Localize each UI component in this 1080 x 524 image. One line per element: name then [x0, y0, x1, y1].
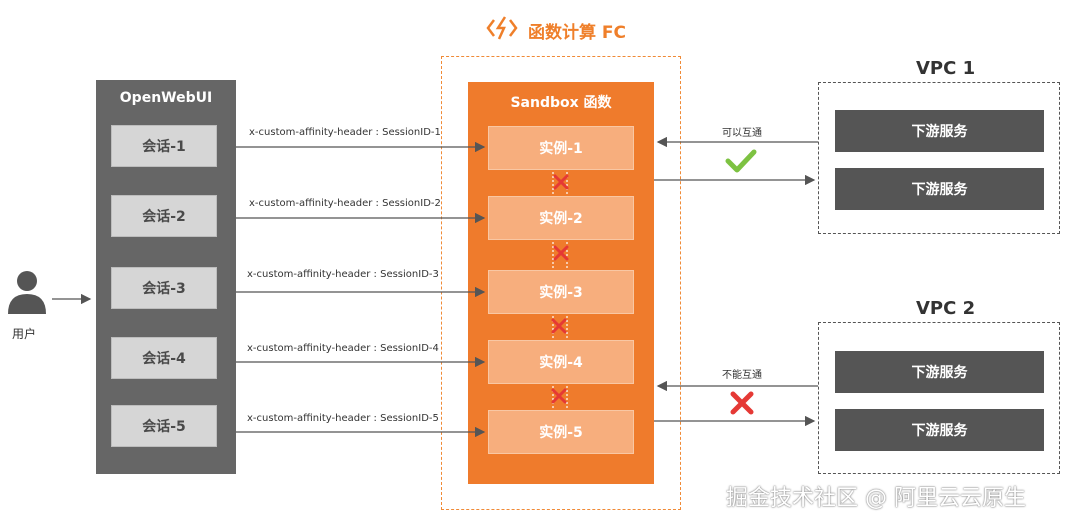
session-2: 会话-2	[111, 195, 217, 237]
header-label-5: x-custom-affinity-header : SessionID-5	[247, 413, 439, 424]
vpc1-service-2: 下游服务	[835, 168, 1044, 210]
session-3: 会话-3	[111, 267, 217, 309]
instance-3: 实例-3	[488, 270, 634, 314]
cross-icon-instance-3-4	[551, 318, 567, 334]
vpc1-service-1: 下游服务	[835, 110, 1044, 152]
header-label-2: x-custom-affinity-header : SessionID-2	[249, 198, 441, 209]
fc-title: 函数计算 FC	[528, 23, 627, 43]
vpc1-connection-label: 可以互通	[722, 128, 762, 139]
header-label-3: x-custom-affinity-header : SessionID-3	[247, 269, 439, 280]
header-label-1: x-custom-affinity-header : SessionID-1	[249, 127, 441, 138]
fc-region	[441, 56, 681, 510]
vpc1-box	[818, 82, 1060, 234]
instance-5: 实例-5	[488, 410, 634, 454]
openwebui-title: OpenWebUI	[119, 90, 213, 106]
cross-icon-instance-1-2	[553, 174, 569, 190]
cross-icon-instance-2-3	[553, 245, 569, 261]
cross-icon-vpc2	[730, 391, 754, 415]
instance-4: 实例-4	[488, 340, 634, 384]
vpc2-service-1: 下游服务	[835, 351, 1044, 393]
instance-2: 实例-2	[488, 196, 634, 240]
vpc2-box	[818, 322, 1060, 474]
check-icon	[725, 149, 757, 173]
user-label: 用户	[12, 327, 37, 341]
header-label-4: x-custom-affinity-header : SessionID-4	[247, 343, 439, 354]
user-icon	[8, 271, 46, 314]
watermark: 掘金技术社区 @ 阿里云云原生	[726, 486, 1026, 511]
session-5: 会话-5	[111, 405, 217, 447]
vpc2-service-2: 下游服务	[835, 409, 1044, 451]
instance-1: 实例-1	[488, 126, 634, 170]
session-1: 会话-1	[111, 125, 217, 167]
cross-icon-instance-4-5	[551, 388, 567, 404]
vpc2-connection-label: 不能互通	[722, 370, 762, 381]
session-4: 会话-4	[111, 337, 217, 379]
sandbox-title: Sandbox 函数	[510, 95, 612, 111]
vpc1-title: VPC 1	[916, 58, 976, 79]
vpc2-title: VPC 2	[916, 298, 976, 319]
fc-logo-icon	[486, 16, 518, 40]
